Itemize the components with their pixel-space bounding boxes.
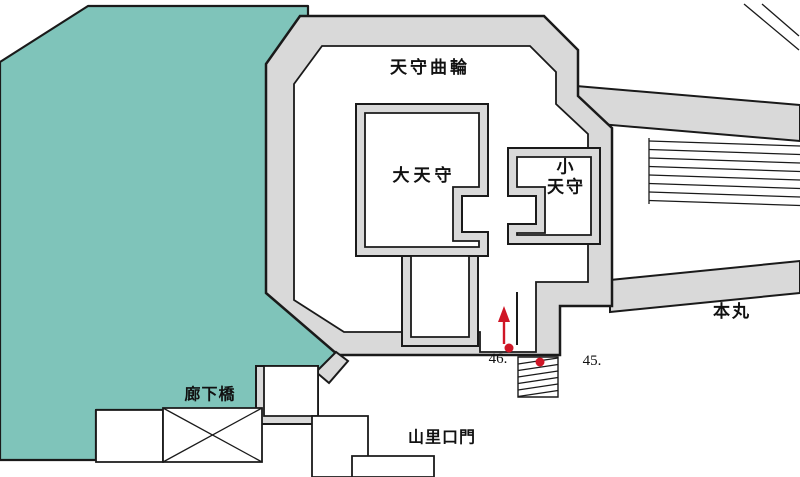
label-small-keep: 小 天守: [547, 158, 585, 199]
label-small-keep-line2: 天守: [547, 178, 585, 197]
label-large-keep: 大天守: [392, 165, 456, 185]
large-keep-base-top: [364, 112, 480, 248]
approach-road: [95, 409, 164, 463]
label-marker-46: 46.: [488, 351, 508, 367]
label-honmaru: 本丸: [713, 301, 751, 321]
stairs-45: [517, 356, 559, 398]
marker-dot-45: [535, 357, 545, 367]
gate-passage-step: [351, 455, 435, 477]
small-keep-base-top: [516, 156, 592, 236]
route-arrow-icon: [498, 306, 510, 344]
marker-dot-46: [504, 343, 514, 353]
top-right-corner-wall: [743, 3, 800, 51]
label-tenshu-kuruwa: 天守曲輪: [390, 57, 470, 77]
keep-annex-top: [410, 255, 470, 338]
corridor-bridge: [162, 407, 263, 463]
label-corridor-bridge: 廊下橋: [184, 386, 236, 404]
label-yamazato-gate: 山里口門: [407, 429, 477, 447]
gate-bastion-top: [263, 365, 319, 417]
gate-connector-wall: [314, 350, 350, 385]
label-small-keep-line1: 小: [556, 157, 576, 177]
honmaru-stairs: [648, 138, 800, 207]
label-marker-45: 45.: [582, 353, 602, 369]
